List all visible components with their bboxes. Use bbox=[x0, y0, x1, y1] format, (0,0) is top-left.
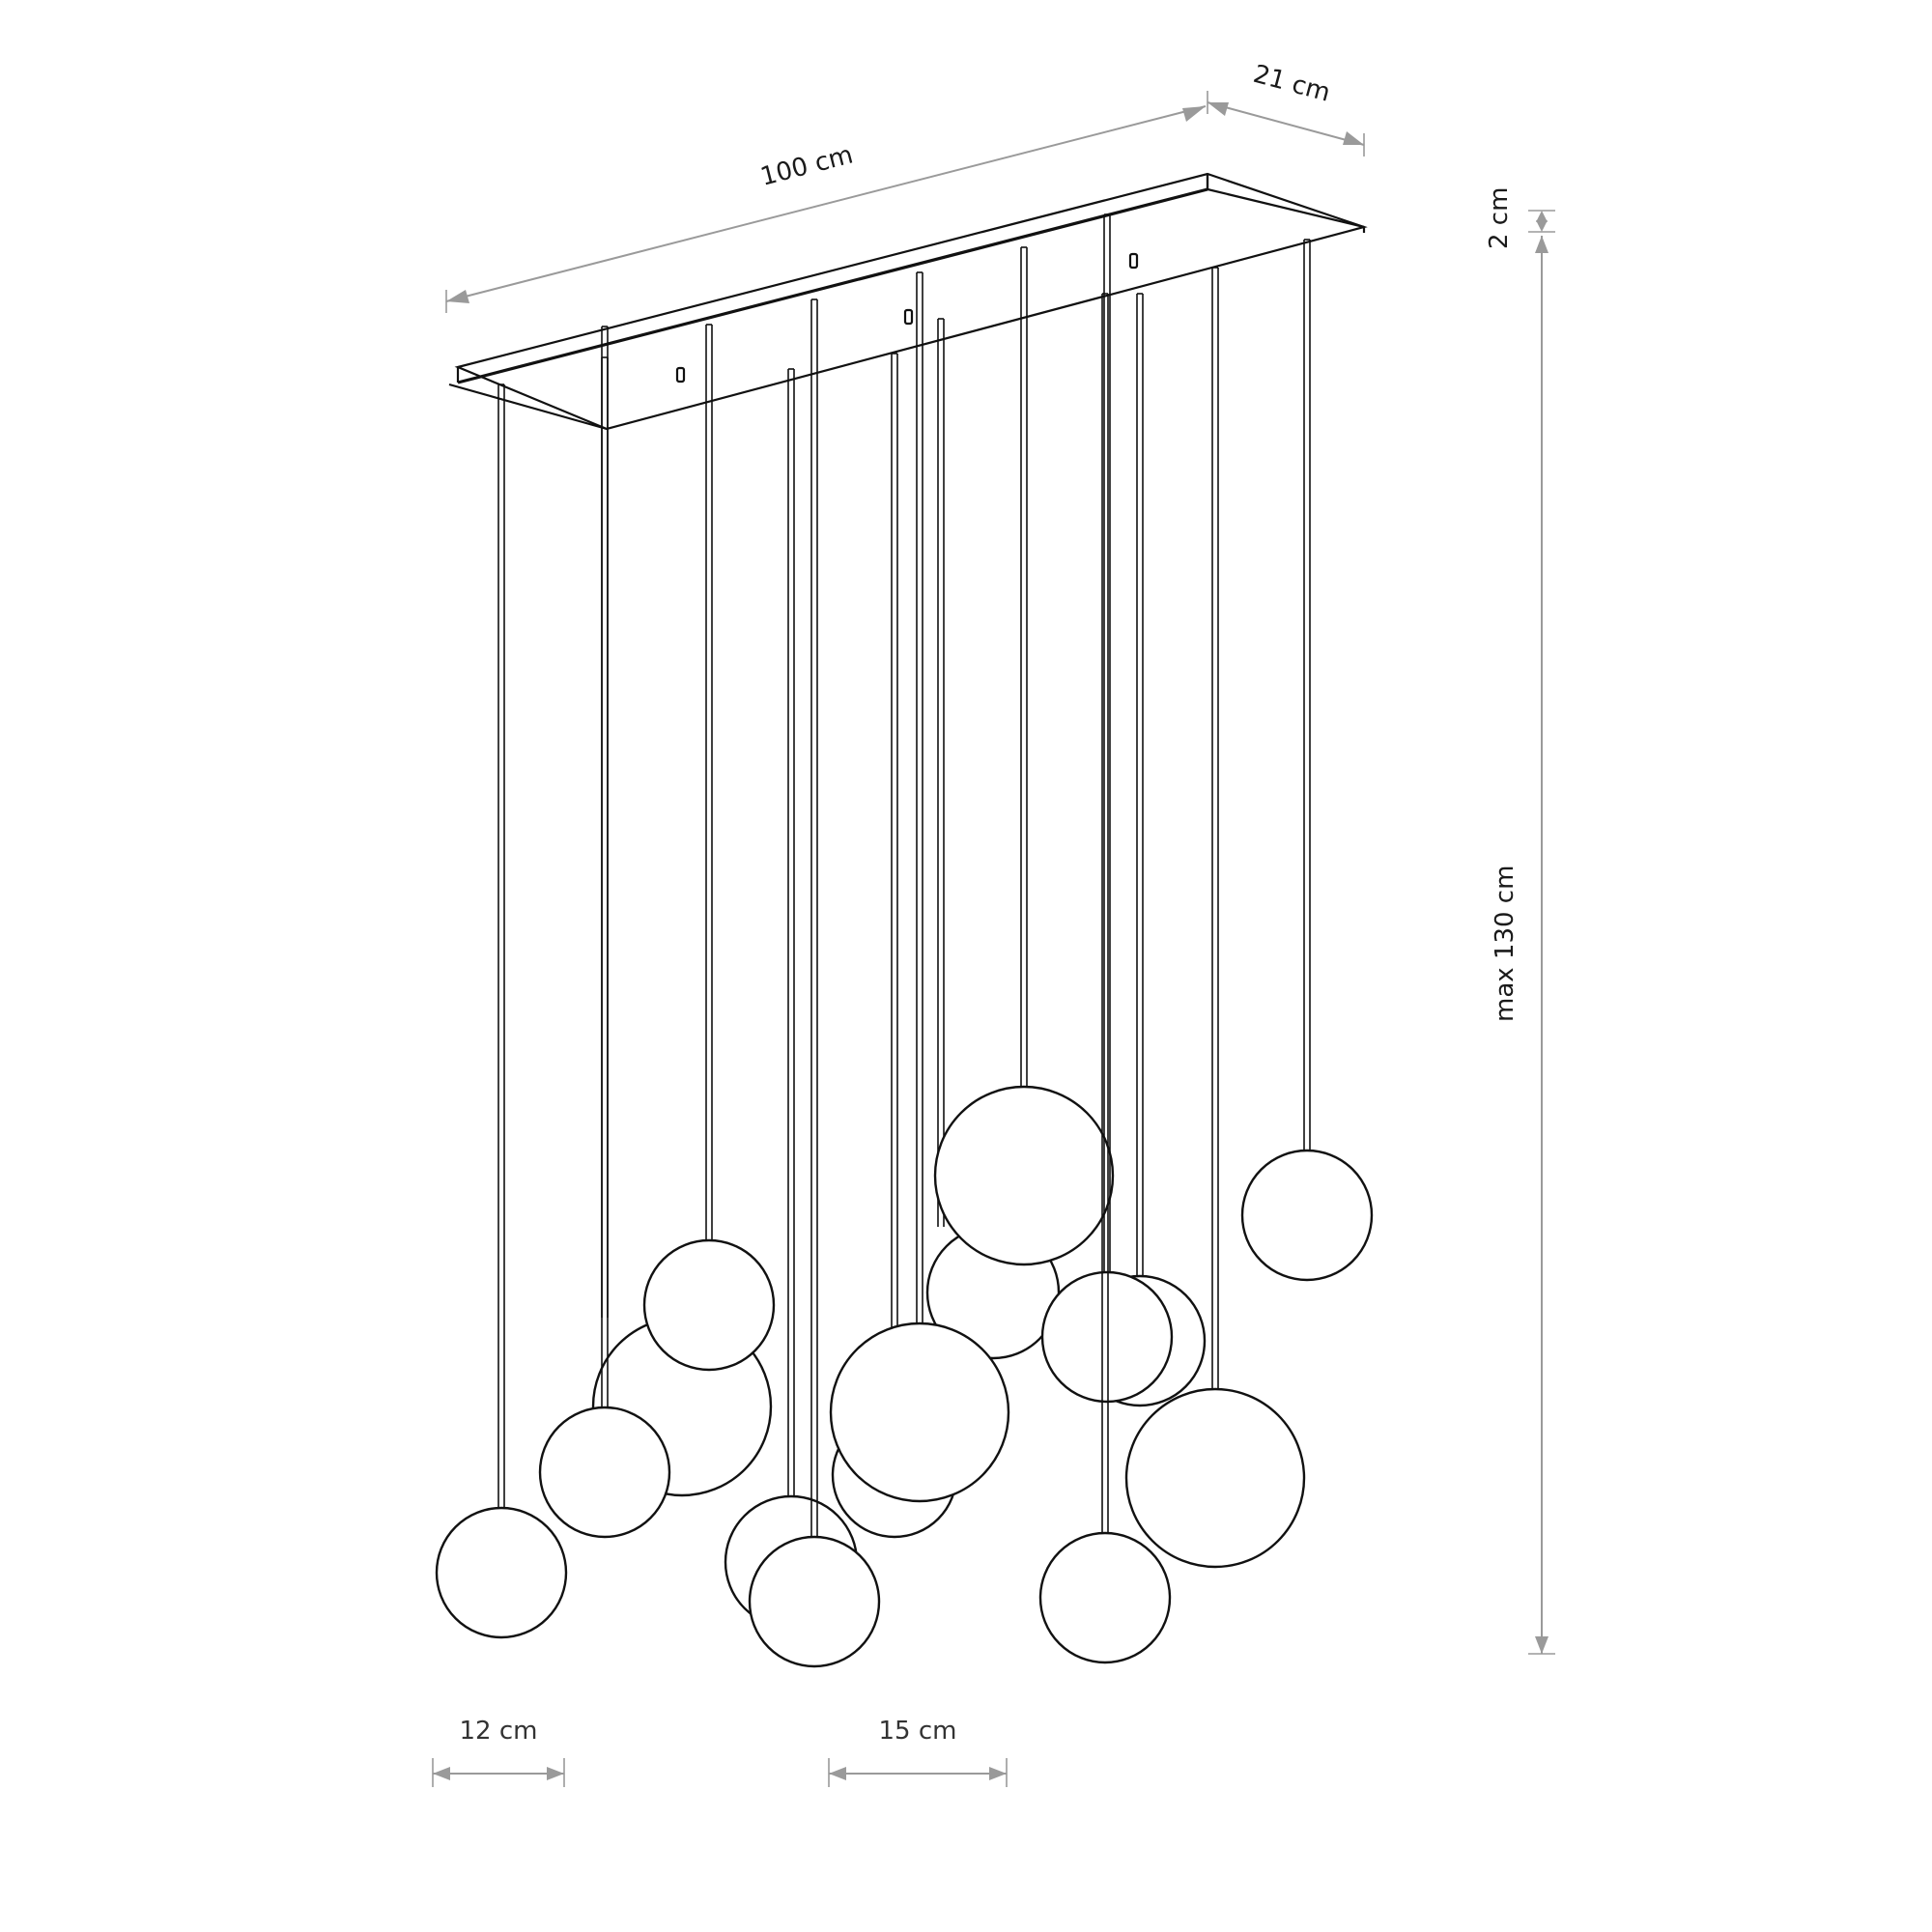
glass-globe bbox=[748, 1535, 881, 1668]
small-globe-label: 12 cm bbox=[460, 1717, 538, 1746]
pendant-12 bbox=[538, 356, 671, 1539]
pendant-2 bbox=[1073, 293, 1207, 1407]
pendant-6 bbox=[1240, 239, 1374, 1282]
pendant-8 bbox=[642, 324, 776, 1372]
max-height-dimension: max 130 cm bbox=[1491, 236, 1555, 1655]
pendant-7 bbox=[933, 246, 1115, 1266]
glass-globe bbox=[538, 1406, 671, 1539]
max-height-label: max 130 cm bbox=[1491, 866, 1520, 1022]
large-globe-dimension: 15 cm bbox=[828, 1717, 1008, 1787]
depth-dimension: 21 cm bbox=[1207, 60, 1365, 156]
glass-globe bbox=[1040, 1270, 1174, 1404]
pendant-10 bbox=[1124, 267, 1306, 1569]
glass-globe bbox=[933, 1085, 1115, 1266]
glass-globe bbox=[1124, 1387, 1306, 1569]
glass-globe bbox=[1038, 1531, 1172, 1664]
glass-globe bbox=[829, 1321, 1010, 1503]
pendant-14 bbox=[1038, 293, 1172, 1664]
glass-globe bbox=[435, 1506, 568, 1639]
canopy-height-dimension: 2 cm bbox=[1485, 187, 1555, 249]
depth-label: 21 cm bbox=[1250, 60, 1333, 108]
canopy-height-label: 2 cm bbox=[1485, 187, 1514, 249]
pendant-13 bbox=[829, 271, 1010, 1503]
length-label: 100 cm bbox=[757, 140, 856, 191]
ceiling-canopy bbox=[448, 172, 1368, 431]
large-globe-label: 15 cm bbox=[879, 1717, 957, 1746]
pendants bbox=[435, 213, 1374, 1668]
pendant-15 bbox=[748, 298, 881, 1668]
pendant-9 bbox=[1040, 213, 1174, 1404]
glass-globe bbox=[1240, 1149, 1374, 1282]
glass-globe bbox=[642, 1238, 776, 1372]
pendant-11 bbox=[435, 384, 568, 1639]
length-dimension: 100 cm bbox=[445, 105, 1207, 313]
small-globe-dimension: 12 cm bbox=[432, 1717, 565, 1787]
